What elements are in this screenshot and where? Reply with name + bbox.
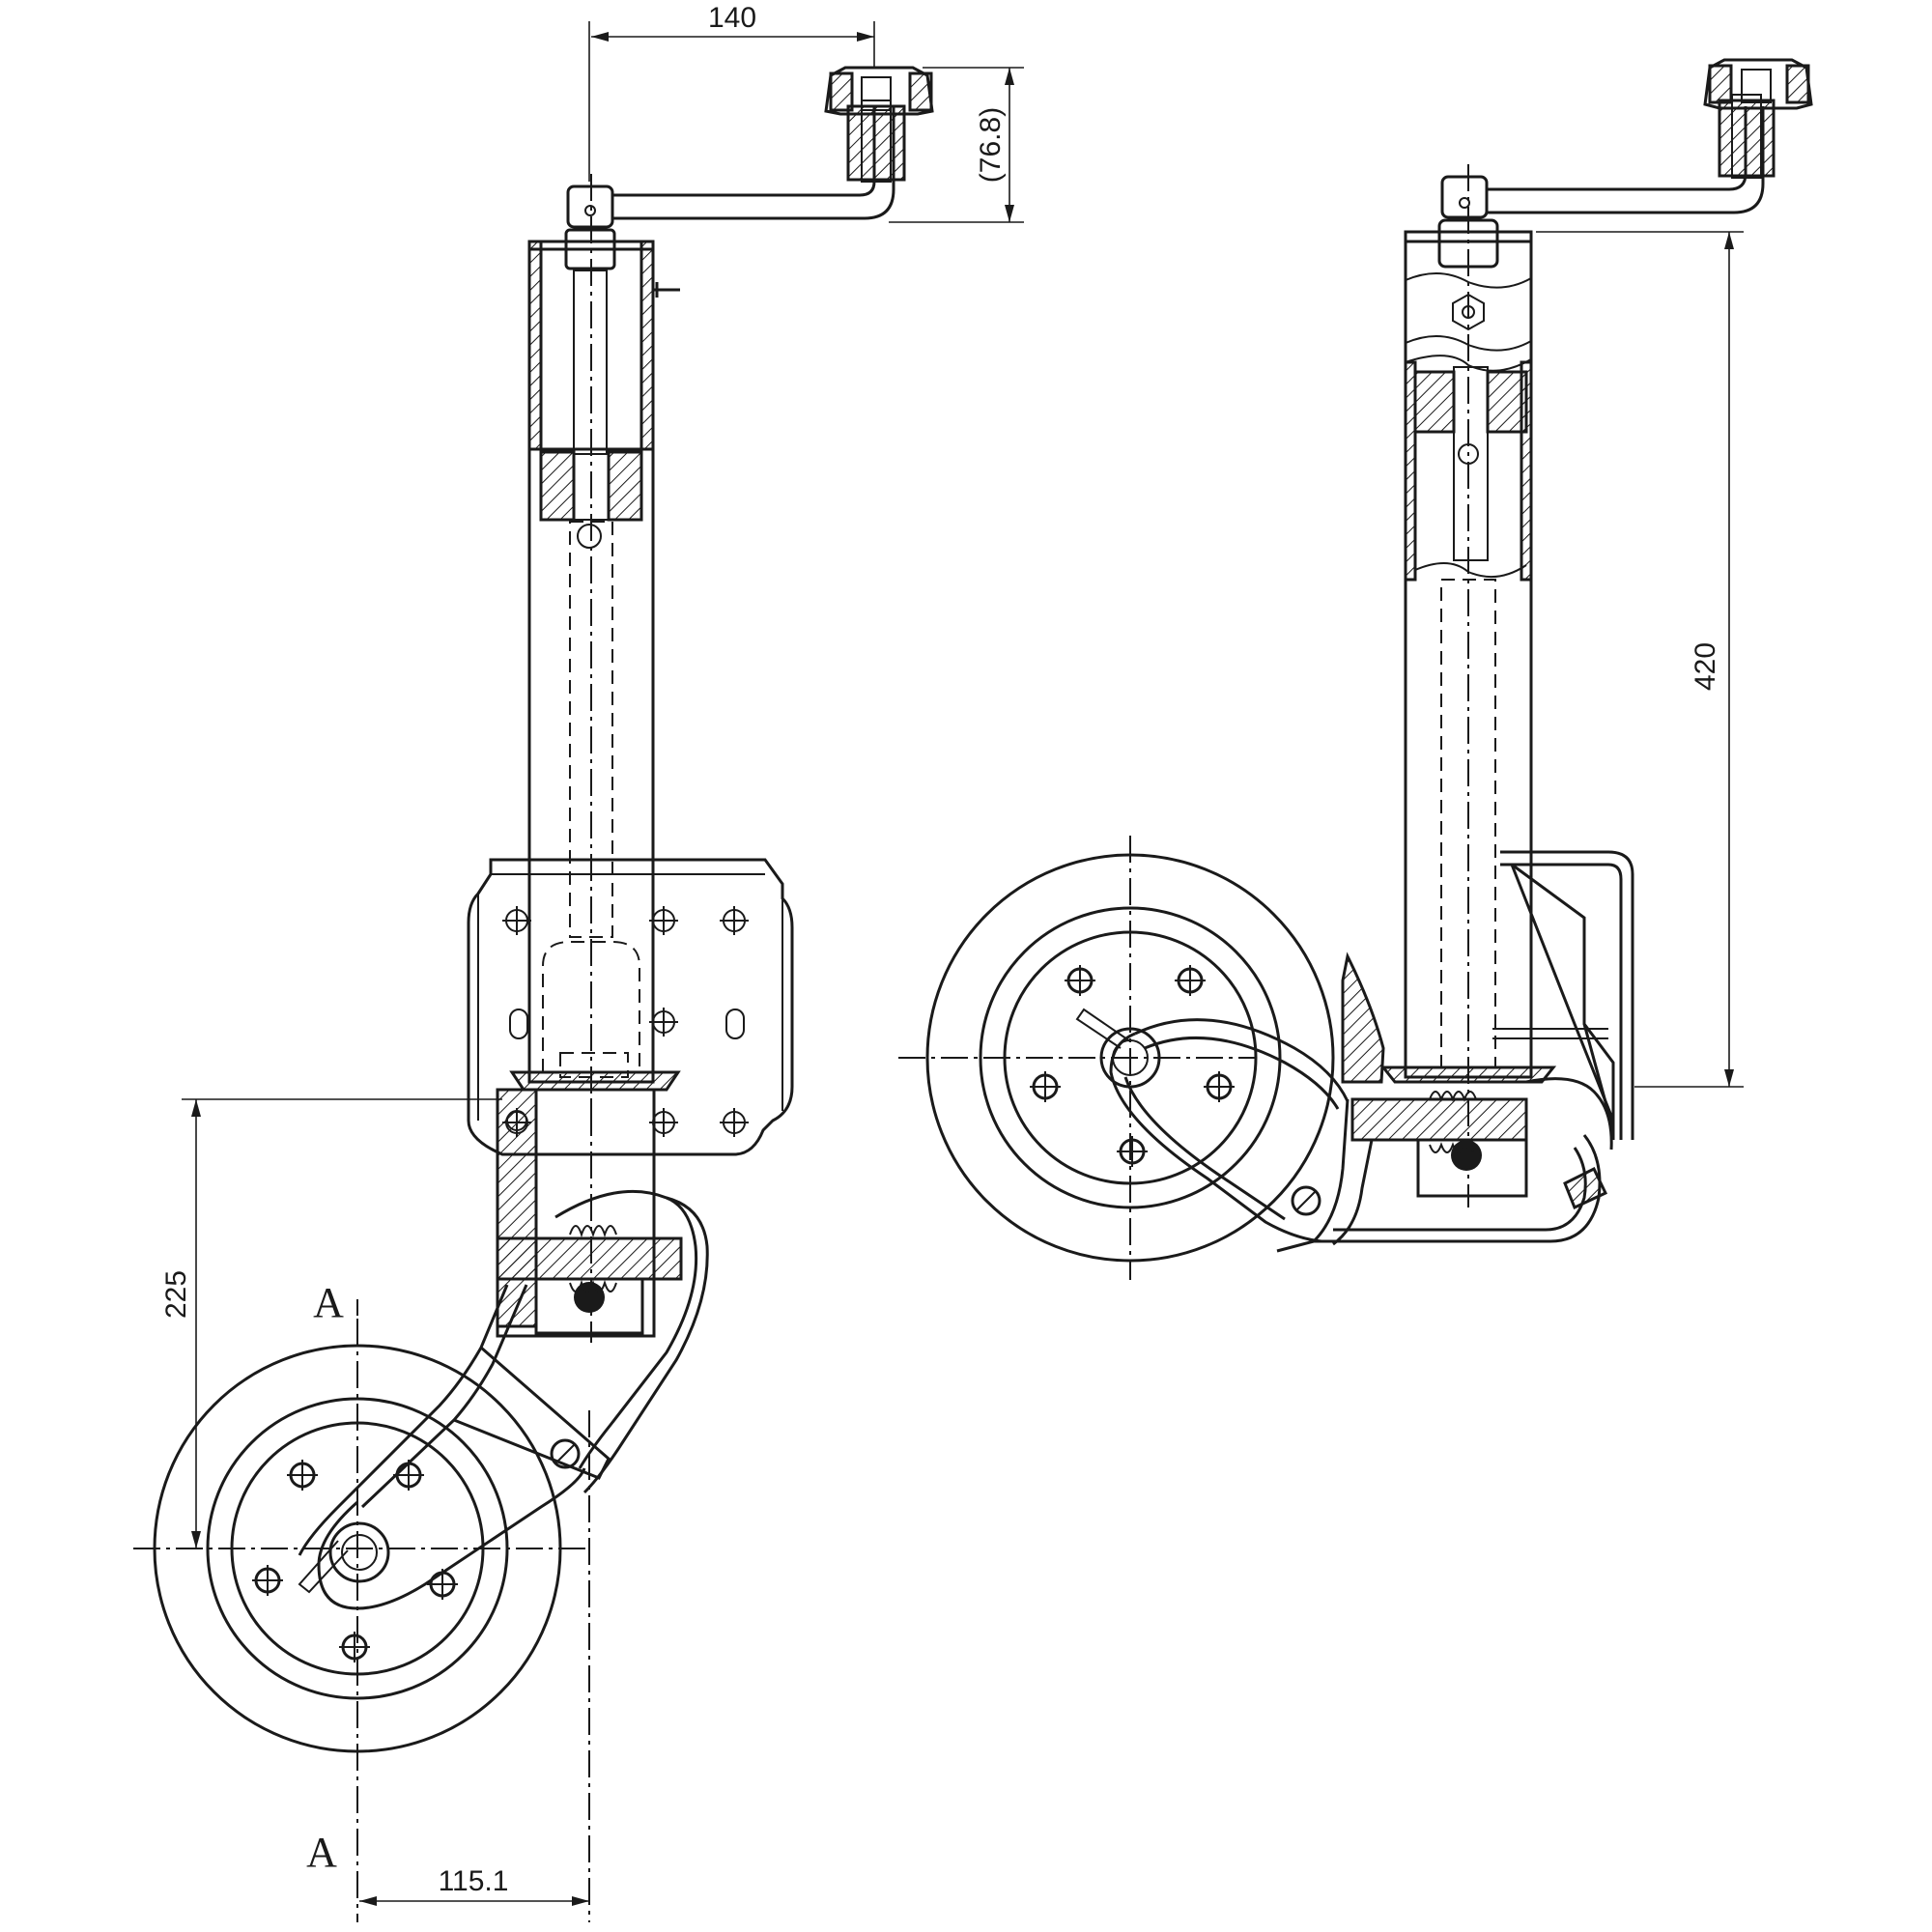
dim-label-115-1: 115.1 [439,1865,509,1897]
center-lines-left [133,174,592,1922]
pivot-assembly-right [1276,952,1613,1253]
outer-tube-left [527,228,680,1125]
crank-handle-right [1440,58,1813,219]
dimension-crank-offset: 140 [588,2,875,182]
dimension-tube-length: 420 [1536,231,1744,1088]
dim-label-140: 140 [708,2,756,34]
dimension-knob-height: (76.8) [889,67,1024,223]
dim-label-420: 420 [1690,642,1721,691]
dim-label-76-8: (76.8) [975,107,1007,183]
mount-bracket-right [1492,850,1634,1140]
hinge-joint-left [496,1088,709,1494]
right-view [898,58,1813,1280]
center-lines-right [898,164,1469,1280]
section-mark-a-bottom: A [306,1829,337,1876]
dimension-wheel-drop: 225 [160,1098,502,1548]
dim-label-225: 225 [160,1270,192,1319]
bracket-bolt-holes [502,906,749,1137]
wheel-bolts-right [1030,965,1235,1167]
clamp-bracket-left [467,858,794,1156]
dimension-wheel-offset: 115.1 [359,1865,589,1906]
section-mark-a-top: A [313,1279,344,1326]
left-view [133,66,934,1922]
wheel-bolts-left [252,1460,458,1662]
crank-handle-left [566,66,934,229]
